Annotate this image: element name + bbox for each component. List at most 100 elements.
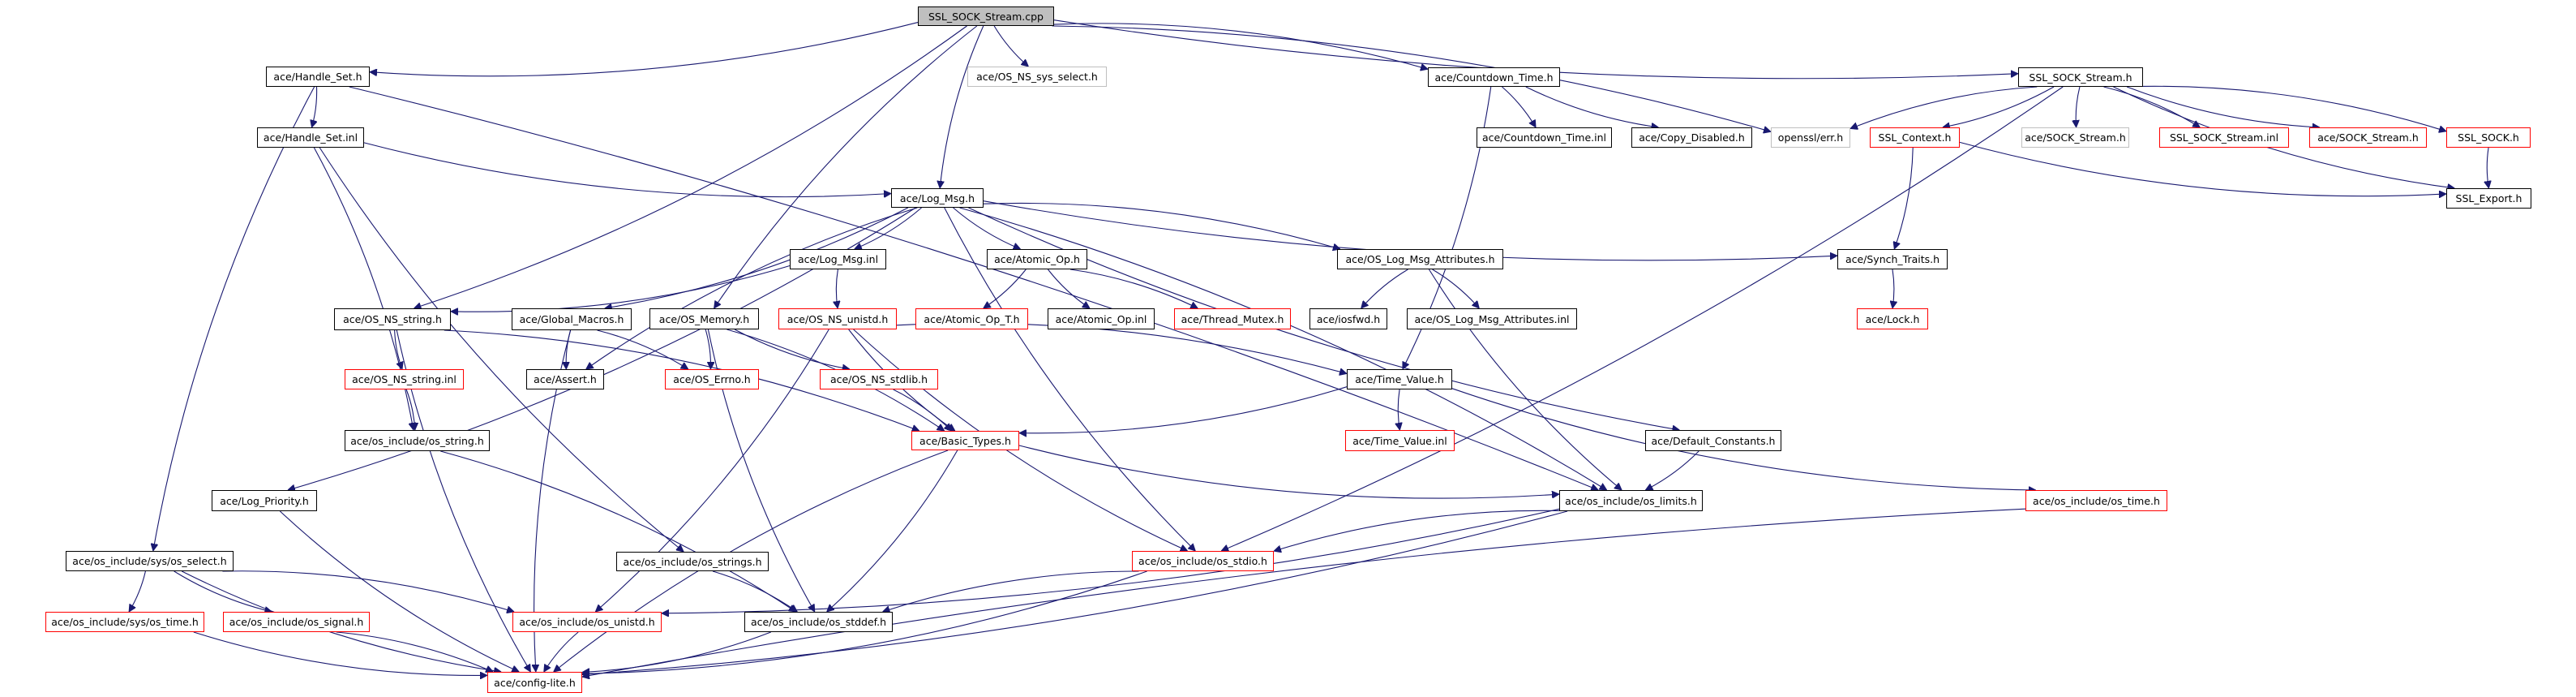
node-label: ace/Thread_Mutex.h bbox=[1181, 312, 1284, 325]
graph-node-ssl-sock-stream-h[interactable]: SSL_SOCK_Stream.h bbox=[2018, 67, 2143, 87]
graph-node-basic-types-h[interactable]: ace/Basic_Types.h bbox=[911, 431, 1019, 450]
node-label: ace/Atomic_Op_T.h bbox=[924, 312, 1020, 325]
edge-ssl-context-h-to-ssl-export-h bbox=[1959, 141, 2446, 196]
graph-node-atomic-op-inl[interactable]: ace/Atomic_Op.inl bbox=[1048, 308, 1155, 329]
node-label: SSL_Export.h bbox=[2455, 192, 2522, 204]
node-label: ace/Handle_Set.inl bbox=[263, 131, 358, 144]
node-label: ace/OS_Log_Msg_Attributes.inl bbox=[1414, 312, 1570, 325]
graph-node-os-log-msg-attributes-inl[interactable]: ace/OS_Log_Msg_Attributes.inl bbox=[1407, 308, 1577, 329]
graph-node-os-include-os-string-h[interactable]: ace/os_include/os_string.h bbox=[345, 430, 490, 451]
edge-os-memory-h-to-os-stddef-h bbox=[707, 329, 814, 612]
edge-atomic-op-h-to-atomic-op-inl bbox=[1048, 269, 1090, 308]
graph-node-ace-sock-stream-h-gray[interactable]: ace/SOCK_Stream.h bbox=[2021, 127, 2129, 148]
graph-node-ssl-sock-h[interactable]: SSL_SOCK.h bbox=[2446, 127, 2531, 148]
graph-node-iosfwd-h[interactable]: ace/iosfwd.h bbox=[1309, 308, 1387, 329]
node-label: ace/iosfwd.h bbox=[1316, 312, 1381, 325]
graph-node-os-ns-sys-select-h[interactable]: ace/OS_NS_sys_select.h bbox=[967, 67, 1107, 87]
graph-node-thread-mutex-h[interactable]: ace/Thread_Mutex.h bbox=[1174, 308, 1291, 329]
graph-node-atomic-op-t-h[interactable]: ace/Atomic_Op_T.h bbox=[915, 308, 1028, 329]
graph-node-os-memory-h[interactable]: ace/OS_Memory.h bbox=[649, 308, 759, 329]
edge-root-to-openssl-err-h bbox=[1052, 25, 1771, 131]
edge-time-value-h-to-os-time-h bbox=[1451, 388, 2036, 490]
edge-sys-os-select-h-to-sys-os-time-h bbox=[129, 570, 146, 612]
node-label: ace/Copy_Disabled.h bbox=[1639, 131, 1745, 144]
edge-os-ns-string-h-to-basic-types-h bbox=[444, 329, 919, 431]
graph-node-ssl-sock-stream-inl[interactable]: SSL_SOCK_Stream.inl bbox=[2159, 127, 2289, 148]
graph-node-os-strings-h[interactable]: ace/os_include/os_strings.h bbox=[616, 552, 769, 571]
edge-os-log-msg-attributes-h-to-os-limits-h bbox=[1428, 269, 1622, 490]
graph-node-os-unistd-h[interactable]: ace/os_include/os_unistd.h bbox=[512, 612, 662, 632]
graph-node-os-ns-unistd-h[interactable]: ace/OS_NS_unistd.h bbox=[778, 308, 897, 329]
graph-node-os-signal-h[interactable]: ace/os_include/os_signal.h bbox=[223, 612, 370, 632]
node-label: ace/Synch_Traits.h bbox=[1845, 253, 1940, 265]
edge-ssl-sock-stream-h-to-ace-sock-stream-h-red bbox=[2126, 86, 2320, 127]
edge-sys-os-time-h-to-config-lite-h bbox=[193, 631, 487, 675]
edge-os-ns-unistd-h-to-os-unistd-h bbox=[595, 329, 829, 612]
node-label: SSL_SOCK_Stream.cpp bbox=[928, 10, 1044, 23]
node-label: openssl/err.h bbox=[1777, 131, 1844, 144]
graph-node-os-log-msg-attributes-h[interactable]: ace/OS_Log_Msg_Attributes.h bbox=[1337, 249, 1503, 269]
graph-node-time-value-inl[interactable]: ace/Time_Value.inl bbox=[1345, 430, 1455, 451]
edge-os-unistd-h-to-config-lite-h bbox=[544, 631, 579, 672]
edge-os-ns-unistd-h-to-os-stdio-h bbox=[853, 329, 1188, 551]
graph-node-atomic-op-h[interactable]: ace/Atomic_Op.h bbox=[987, 249, 1087, 269]
node-label: ace/Log_Priority.h bbox=[220, 494, 309, 507]
edge-log-priority-h-to-config-lite-h bbox=[279, 510, 519, 672]
graph-node-default-constants-h[interactable]: ace/Default_Constants.h bbox=[1645, 430, 1781, 451]
node-label: ace/Atomic_Op.inl bbox=[1055, 312, 1147, 325]
graph-node-os-limits-h[interactable]: ace/os_include/os_limits.h bbox=[1559, 490, 1703, 511]
edge-os-stdio-h-to-config-lite-h bbox=[582, 570, 1147, 673]
node-label: ace/Time_Value.inl bbox=[1352, 434, 1447, 447]
graph-node-os-stddef-h[interactable]: ace/os_include/os_stddef.h bbox=[744, 612, 893, 632]
edge-synch-traits-h-to-lock-h bbox=[1892, 269, 1894, 308]
graph-node-global-macros-h[interactable]: ace/Global_Macros.h bbox=[512, 308, 632, 330]
graph-node-ace-sock-stream-h-red[interactable]: ace/SOCK_Stream.h bbox=[2309, 127, 2427, 148]
edge-log-msg-h-to-log-msg-inl bbox=[855, 207, 922, 249]
graph-node-os-time-h[interactable]: ace/os_include/os_time.h bbox=[2025, 490, 2167, 511]
edge-countdown-time-h-to-time-value-h bbox=[1402, 86, 1492, 369]
graph-node-ssl-export-h[interactable]: SSL_Export.h bbox=[2446, 188, 2531, 209]
graph-node-countdown-time-h[interactable]: ace/Countdown_Time.h bbox=[1428, 67, 1560, 87]
edge-log-msg-h-to-os-stdio-h bbox=[944, 207, 1196, 551]
node-label: ace/OS_Log_Msg_Attributes.h bbox=[1345, 253, 1495, 265]
node-label: ace/Assert.h bbox=[534, 373, 597, 385]
graph-node-assert-h[interactable]: ace/Assert.h bbox=[526, 369, 604, 389]
node-label: ace/os_include/sys/os_select.h bbox=[72, 555, 227, 567]
graph-node-copy-disabled-h[interactable]: ace/Copy_Disabled.h bbox=[1631, 127, 1752, 148]
edge-os-ns-string-inl-to-os-include-os-string-h bbox=[405, 389, 415, 430]
edge-countdown-time-h-to-countdown-time-inl bbox=[1502, 86, 1536, 127]
graph-node-handle-set-inl[interactable]: ace/Handle_Set.inl bbox=[257, 127, 364, 148]
edge-handle-set-inl-to-os-strings-h bbox=[319, 147, 684, 552]
graph-node-sys-os-select-h[interactable]: ace/os_include/sys/os_select.h bbox=[66, 551, 234, 571]
edge-log-msg-h-to-atomic-op-h bbox=[953, 207, 1021, 249]
graph-node-os-errno-h[interactable]: ace/OS_Errno.h bbox=[665, 369, 759, 389]
node-label: ace/Global_Macros.h bbox=[519, 313, 624, 325]
edge-sys-os-select-h-to-os-signal-h bbox=[174, 570, 272, 612]
graph-node-ssl-context-h[interactable]: SSL_Context.h bbox=[1870, 127, 1960, 148]
edge-atomic-op-h-to-atomic-op-t-h bbox=[984, 269, 1027, 308]
edge-ssl-sock-stream-h-to-ssl-context-h bbox=[1943, 86, 2055, 127]
edge-default-constants-h-to-os-limits-h bbox=[1645, 450, 1699, 491]
graph-node-config-lite-h[interactable]: ace/config-lite.h bbox=[487, 672, 582, 693]
node-label: SSL_SOCK_Stream.inl bbox=[2169, 131, 2279, 144]
node-label: ace/config-lite.h bbox=[494, 676, 576, 689]
graph-node-log-priority-h[interactable]: ace/Log_Priority.h bbox=[212, 490, 317, 511]
graph-node-time-value-h[interactable]: ace/Time_Value.h bbox=[1347, 369, 1452, 389]
graph-node-synch-traits-h[interactable]: ace/Synch_Traits.h bbox=[1837, 249, 1948, 269]
edge-ssl-sock-stream-h-to-ssl-sock-stream-inl bbox=[2103, 86, 2201, 127]
edge-basic-types-h-to-config-lite-h bbox=[554, 450, 949, 672]
graph-node-os-ns-string-inl[interactable]: ace/OS_NS_string.inl bbox=[345, 369, 464, 389]
graph-node-os-ns-string-h[interactable]: ace/OS_NS_string.h bbox=[334, 308, 451, 330]
edge-ssl-sock-stream-h-to-os-stdio-h bbox=[1221, 86, 2064, 551]
graph-node-log-msg-inl[interactable]: ace/Log_Msg.inl bbox=[790, 249, 886, 269]
graph-node-handle-set-h[interactable]: ace/Handle_Set.h bbox=[266, 67, 370, 87]
graph-node-os-stdio-h[interactable]: ace/os_include/os_stdio.h bbox=[1132, 551, 1274, 571]
graph-node-openssl-err-h[interactable]: openssl/err.h bbox=[1771, 127, 1850, 148]
graph-node-countdown-time-inl[interactable]: ace/Countdown_Time.inl bbox=[1477, 127, 1612, 148]
graph-node-lock-h[interactable]: ace/Lock.h bbox=[1857, 308, 1928, 329]
graph-node-os-ns-stdlib-h[interactable]: ace/OS_NS_stdlib.h bbox=[820, 369, 938, 389]
edge-countdown-time-h-to-copy-disabled-h bbox=[1525, 86, 1659, 127]
node-label: SSL_SOCK_Stream.h bbox=[2029, 71, 2132, 84]
graph-node-sys-os-time-h[interactable]: ace/os_include/sys/os_time.h bbox=[45, 612, 204, 632]
graph-node-log-msg-h[interactable]: ace/Log_Msg.h bbox=[891, 188, 984, 208]
